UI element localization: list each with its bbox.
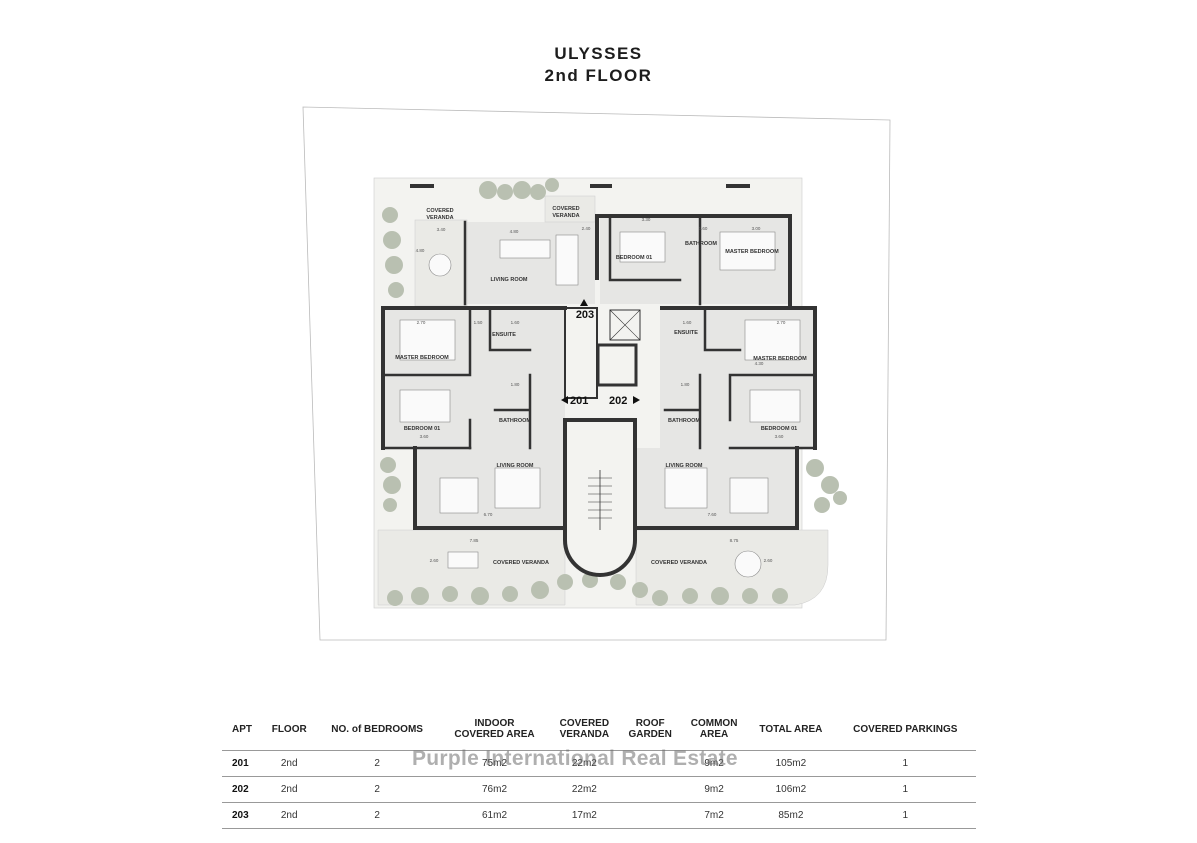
plot-boundary	[302, 106, 891, 641]
apartment-202-marker: 202	[609, 395, 627, 407]
dim-label: 1.60	[699, 226, 708, 231]
room-label-bedroom-202: BEDROOM 01	[761, 426, 797, 432]
dim-label: 3.00	[752, 226, 761, 231]
room-label-bedroom-201: BEDROOM 01	[404, 426, 440, 432]
room-label-living-202: LIVING ROOM	[666, 463, 703, 469]
arrow-up-icon	[580, 299, 588, 306]
cell-covered-veranda: 22m2	[549, 776, 620, 803]
cell-covered-parkings: 1	[834, 802, 976, 829]
cell-floor: 2nd	[263, 776, 315, 803]
watermark: Purple International Real Estate	[412, 747, 738, 770]
room-label-bathroom-203: BATHROOM	[685, 241, 717, 247]
building-name: ULYSSES	[554, 44, 643, 63]
dim-label: 1.80	[511, 382, 520, 387]
arrow-right-icon	[633, 396, 640, 404]
cell-roof-garden	[619, 802, 682, 829]
cell-floor: 2nd	[263, 750, 315, 777]
room-label-veranda-201: COVERED VERANDA	[493, 560, 549, 566]
dim-label: 2.60	[764, 558, 773, 563]
col-header-apt: APT	[232, 723, 252, 735]
apartment-201-marker: 201	[570, 395, 588, 407]
apartment-203-marker: 203	[576, 309, 594, 321]
cell-indoor-area: 61m2	[439, 802, 550, 829]
dim-label: 3.30	[642, 217, 651, 222]
dim-label: 1.80	[681, 382, 690, 387]
arrow-left-icon	[561, 396, 568, 404]
dim-label: 3.60	[775, 434, 784, 439]
dim-label: 1.60	[511, 320, 520, 325]
room-label-bedroom-203: BEDROOM 01	[616, 255, 652, 261]
building-core	[563, 307, 641, 577]
cell-covered-parkings: 1	[834, 776, 976, 803]
table-row: 203 2nd 2 61m2 17m2 7m2 85m2 1	[222, 802, 976, 829]
walls	[381, 184, 817, 530]
dim-label: 2.60	[430, 558, 439, 563]
cell-bedrooms: 2	[314, 750, 440, 777]
dim-label: 6.70	[484, 512, 493, 517]
col-header-floor: FLOOR	[271, 723, 307, 735]
cell-total-area: 106m2	[747, 776, 835, 803]
cell-common-area: 7m2	[681, 802, 748, 829]
room-label-covered-veranda-n: COVERED	[552, 206, 579, 212]
room-label-master-202: MASTER BEDROOM	[753, 356, 807, 362]
cell-total-area: 85m2	[747, 802, 835, 829]
cell-total-area: 105m2	[747, 750, 835, 777]
room-label-living-203: LIVING ROOM	[491, 277, 528, 283]
dim-label: 2.40	[582, 226, 591, 231]
landscaping	[380, 178, 847, 606]
room-label-veranda-202: COVERED VERANDA	[651, 560, 707, 566]
cell-covered-veranda: 22m2	[549, 750, 620, 777]
dim-label: 3.40	[437, 227, 446, 232]
cell-bedrooms: 2	[314, 802, 440, 829]
cell-bedrooms: 2	[314, 776, 440, 803]
table-row: 202 2nd 2 76m2 22m2 9m2 106m2 1	[222, 776, 976, 803]
room-label-living-201: LIVING ROOM	[497, 463, 534, 469]
cell-apt: 202	[222, 776, 264, 803]
room-label-bathroom-202: BATHROOM	[668, 418, 700, 424]
room-label-covered-veranda-nw-2: VERANDA	[426, 215, 453, 221]
dim-label: 1.50	[474, 320, 483, 325]
cell-roof-garden	[619, 776, 682, 803]
col-header-bedrooms: NO. of BEDROOMS	[331, 723, 423, 735]
room-label-master-201: MASTER BEDROOM	[395, 355, 449, 361]
room-label-bathroom-201: BATHROOM	[499, 418, 531, 424]
room-label-ensuite-201: ENSUITE	[492, 332, 516, 338]
dim-label: 4.30	[755, 361, 764, 366]
dim-label: 2.70	[777, 320, 786, 325]
room-label-covered-veranda-nw: COVERED	[426, 208, 453, 214]
dim-label: 4.80	[416, 248, 425, 253]
col-header-covered-parkings: COVERED PARKINGS	[853, 723, 958, 735]
furniture	[399, 231, 801, 578]
floor-plan: COVERED VERANDA COVERED VERANDA LIVING R…	[302, 106, 891, 641]
cell-covered-veranda: 17m2	[549, 802, 620, 829]
floor-title: 2nd FLOOR	[544, 66, 653, 85]
cell-apt: 203	[222, 802, 264, 829]
dim-label: 7.85	[470, 538, 479, 543]
room-label-covered-veranda-n-2: VERANDA	[552, 213, 579, 219]
cell-common-area: 9m2	[681, 750, 748, 777]
table-row: 201 2nd 2 75m2 22m2 9m2 105m2 1	[222, 750, 976, 777]
dim-label: 3.60	[420, 434, 429, 439]
cell-indoor-area: 76m2	[439, 776, 550, 803]
dim-label: 1.60	[683, 320, 692, 325]
dim-label: 7.60	[708, 512, 717, 517]
cell-covered-parkings: 1	[834, 750, 976, 777]
col-header-total-area: TOTAL AREA	[759, 723, 823, 735]
cell-common-area: 9m2	[681, 776, 748, 803]
dim-label: 4.80	[510, 229, 519, 234]
cell-floor: 2nd	[263, 802, 315, 829]
cell-roof-garden	[619, 750, 682, 777]
room-label-master-203: MASTER BEDROOM	[725, 249, 779, 255]
room-label-ensuite-202: ENSUITE	[674, 330, 698, 336]
dim-label: 8.75	[730, 538, 739, 543]
cell-apt: 201	[222, 750, 264, 777]
dim-label: 2.70	[417, 320, 426, 325]
cell-indoor-area: 75m2	[439, 750, 550, 777]
